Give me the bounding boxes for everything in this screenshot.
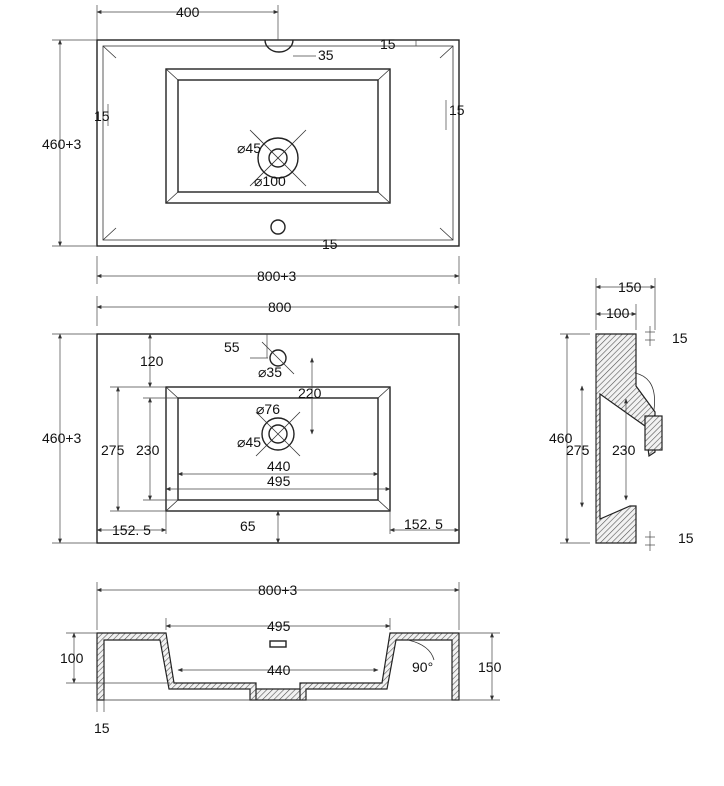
top-bowl-inner — [177, 79, 379, 193]
mid-dim-bowl-inner-height: 230 — [136, 442, 160, 458]
mid-dim-drain-outer: ⌀76 — [256, 401, 280, 417]
mid-dim-left-margin: 152. 5 — [112, 522, 151, 538]
top-dim-rim-bottom: 15 — [322, 236, 338, 252]
side-dim-inner-depth: 100 — [606, 305, 630, 321]
front-dim-rim: 15 — [94, 720, 110, 736]
front-dim-angle: 90° — [412, 659, 433, 675]
tap-notch — [264, 39, 294, 53]
top-dim-rim-right: 15 — [449, 102, 465, 118]
top-drain-outer — [257, 137, 299, 179]
front-dim-total-depth: 150 — [478, 659, 502, 675]
side-drain-stub — [644, 415, 663, 451]
mid-tap-hole — [269, 349, 287, 367]
mid-dim-tap-diameter: ⌀35 — [258, 364, 282, 380]
top-dim-tap-offset: 400 — [176, 4, 200, 20]
side-dim-height: 460 — [549, 430, 573, 446]
mid-dim-inner-width: 440 — [267, 458, 291, 474]
side-dim-rim-bottom: 15 — [678, 530, 694, 546]
side-section-profile — [595, 333, 656, 544]
front-dim-width: 800+3 — [258, 582, 298, 598]
side-dim-bowl-inner-height: 230 — [612, 442, 636, 458]
top-dim-drain: ⌀45 — [237, 140, 261, 156]
mid-dim-width: 800 — [268, 299, 292, 315]
top-dim-rim-left: 15 — [94, 108, 110, 124]
top-view: 400 35 15 15 15 460+3 ⌀45 ⌀100 15 800+3 — [42, 4, 465, 284]
top-drain-inner — [268, 148, 288, 168]
mid-bowl-inner — [177, 397, 379, 501]
mid-dim-right-margin: 152. 5 — [404, 516, 443, 532]
top-dim-height: 460+3 — [42, 136, 82, 152]
top-dim-drain-outer: ⌀100 — [254, 173, 286, 189]
front-dim-inner-depth: 100 — [60, 650, 84, 666]
mid-dim-height: 460+3 — [42, 430, 82, 446]
top-dim-width: 800+3 — [257, 268, 297, 284]
front-section: 800+3 495 100 440 90° 150 15 — [60, 582, 502, 736]
mid-dim-bowl-offset: 120 — [140, 353, 164, 369]
top-rim-outline — [102, 45, 454, 241]
mid-dim-bowl-outer-height: 275 — [101, 442, 125, 458]
mid-dim-outer-width: 495 — [267, 473, 291, 489]
front-overflow-slot — [269, 640, 287, 648]
top-outer-outline — [96, 39, 460, 247]
mid-dim-bottom-margin: 65 — [240, 518, 256, 534]
top-tap-hole — [270, 219, 286, 235]
mid-dim-drain: ⌀45 — [237, 434, 261, 450]
middle-view: 800 55 120 ⌀35 220 ⌀76 460+3 ⌀45 275 230… — [42, 296, 460, 544]
mid-dim-drain-offset: 220 — [298, 385, 322, 401]
front-dim-bowl-bottom: 440 — [267, 662, 291, 678]
top-dim-rim-top: 15 — [380, 36, 396, 52]
side-view: 150 100 15 460 275 230 15 — [549, 278, 694, 551]
mid-drain-inner — [268, 424, 288, 444]
mid-drain-outer — [261, 417, 295, 451]
mid-dim-tap-center: 55 — [224, 339, 240, 355]
side-dim-bowl-outer-height: 275 — [566, 442, 590, 458]
top-bowl-outer — [165, 68, 391, 204]
side-dim-rim-top: 15 — [672, 330, 688, 346]
top-dim-notch: 35 — [318, 47, 334, 63]
side-dim-depth: 150 — [618, 279, 642, 295]
front-dim-bowl-top: 495 — [267, 618, 291, 634]
